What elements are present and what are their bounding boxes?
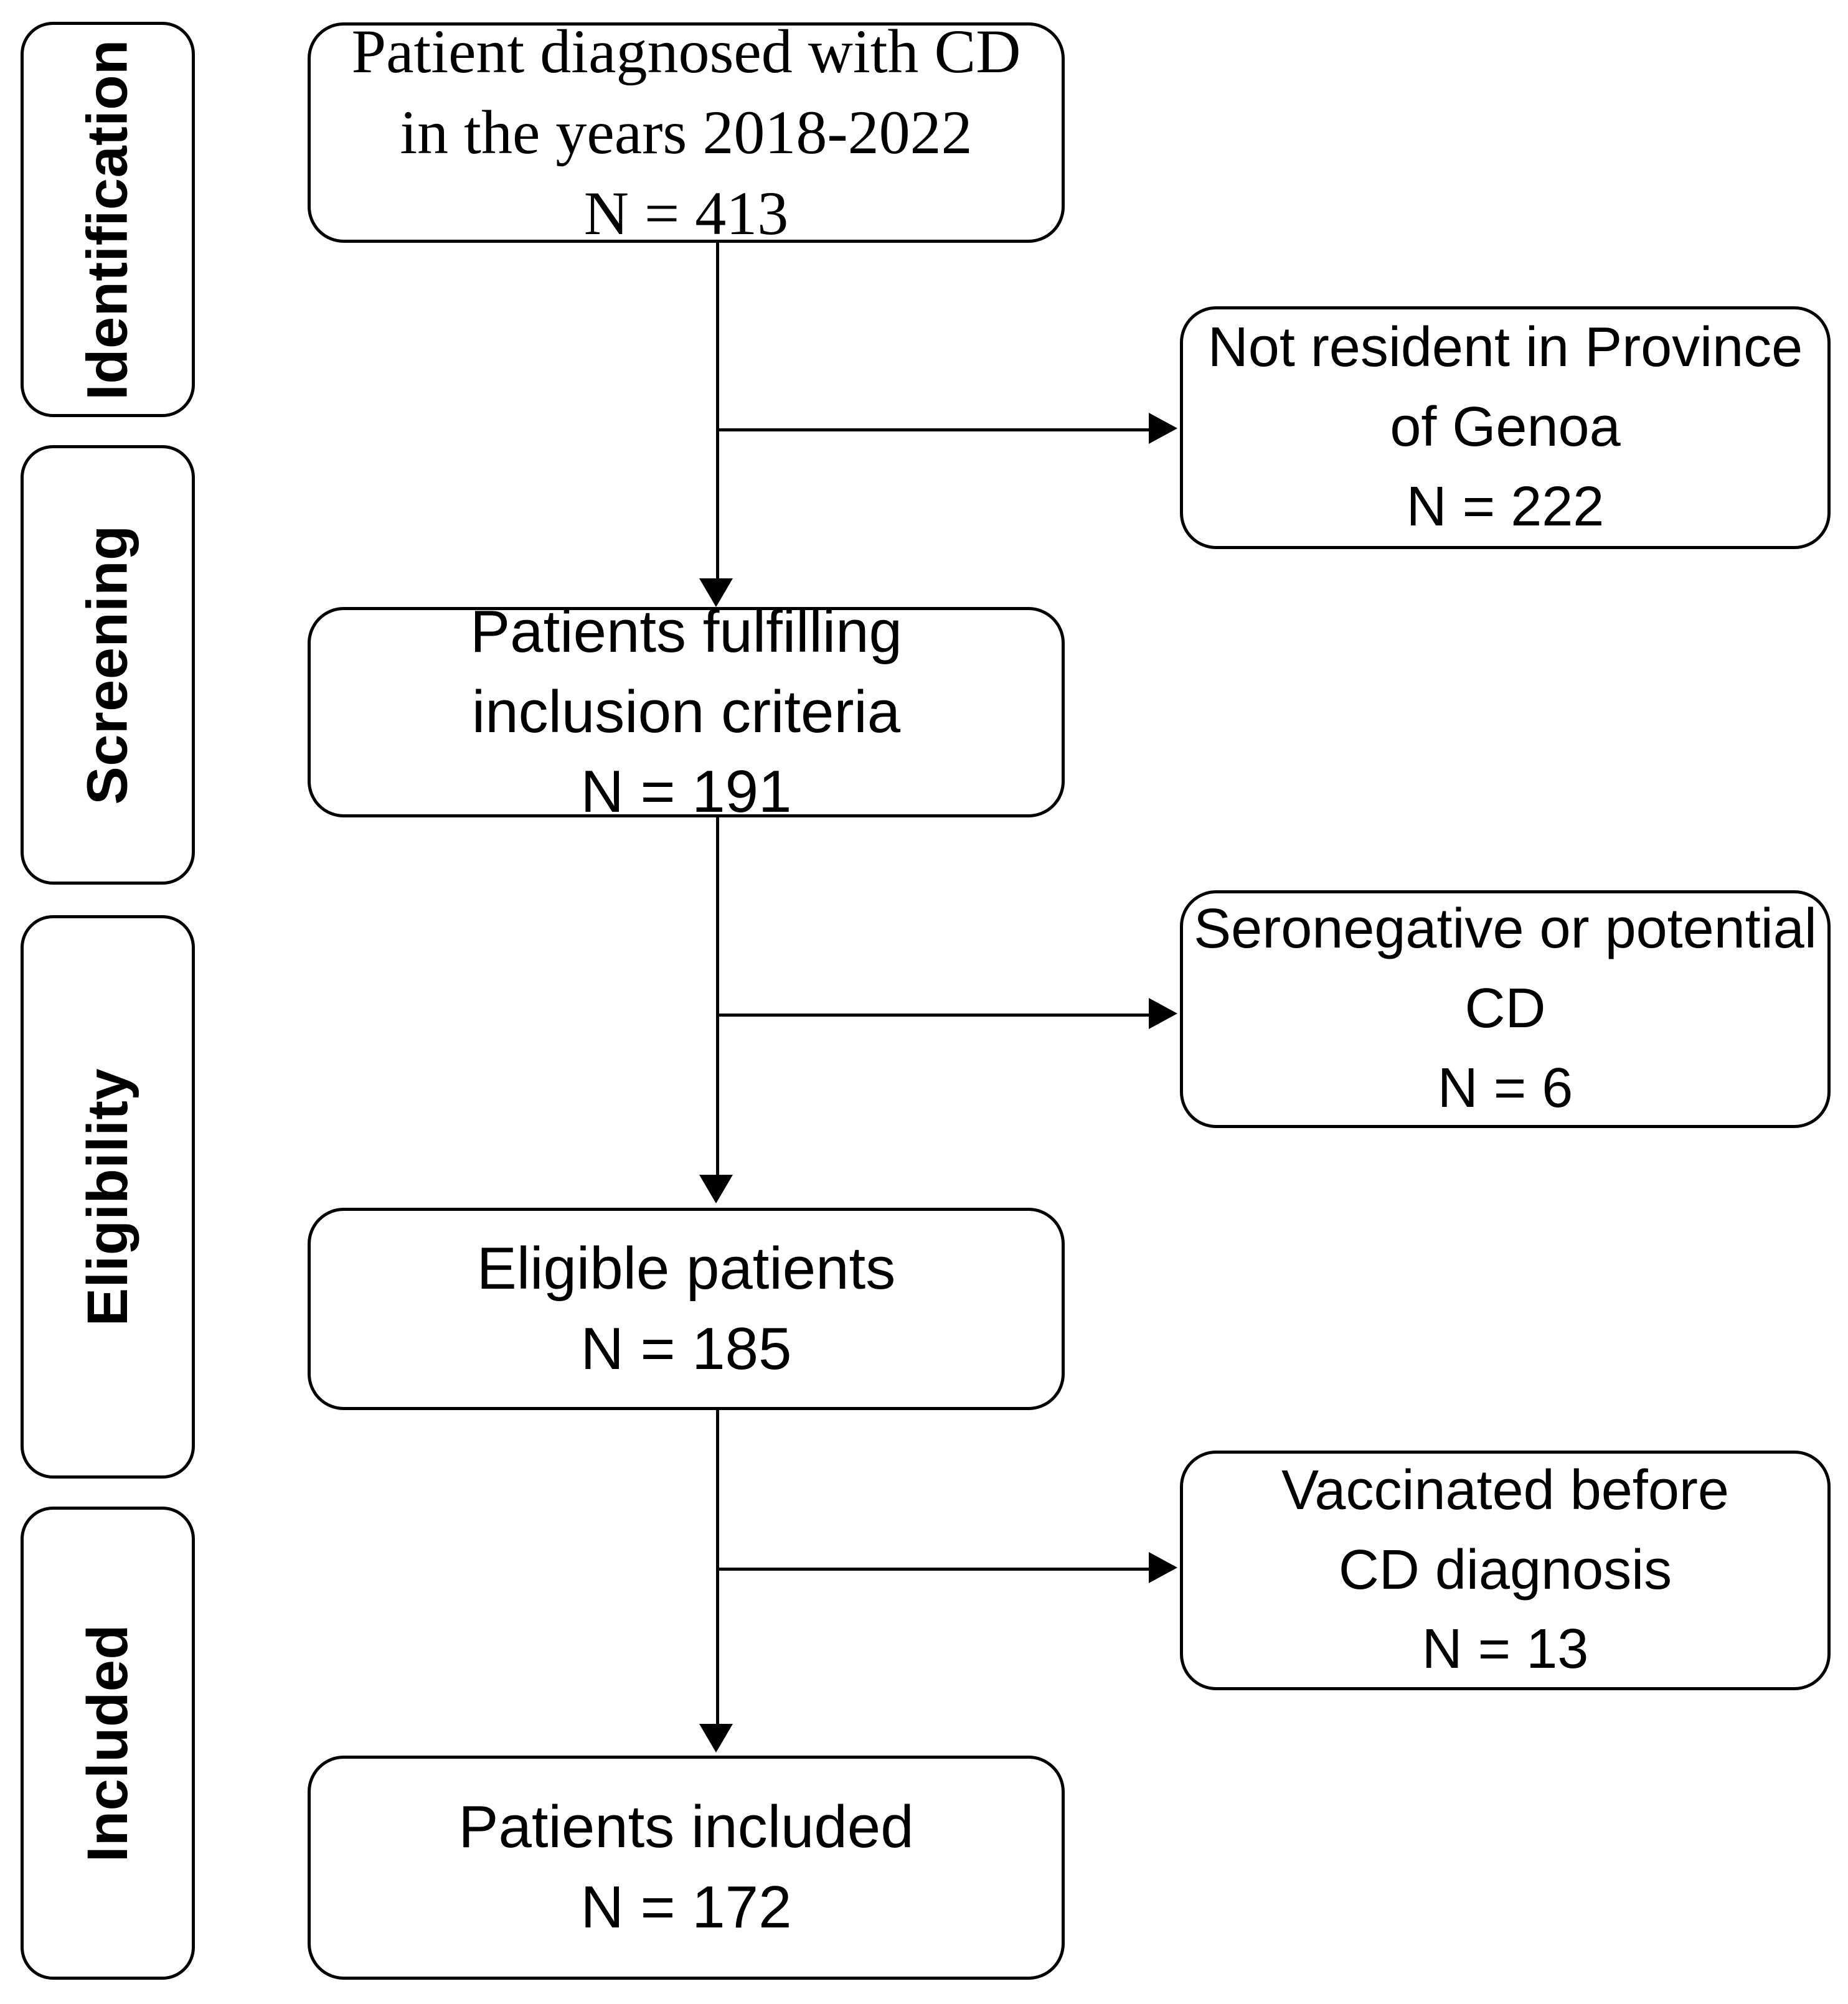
arrowhead-into-eligible	[699, 1175, 733, 1203]
connector-branch-not-resident	[716, 428, 1152, 431]
stage-label-identification: Identification	[76, 39, 140, 400]
stage-box-included: Included	[21, 1507, 195, 1980]
excl-line-1: Seronegative or potential	[1194, 898, 1817, 961]
excl-line-2: CD	[1464, 977, 1546, 1040]
node-patients-fulfilling-text: Patients fulfilling inclusion criteria N…	[470, 592, 902, 832]
node-excluded-seronegative: Seronegative or potential CD N = 6	[1180, 890, 1831, 1128]
stage-box-eligibility: Eligibility	[21, 915, 195, 1479]
node-line-1: Patients included	[458, 1794, 914, 1861]
node-eligible-patients-text: Eligible patients N = 185	[477, 1229, 895, 1389]
stage-label-eligibility: Eligibility	[76, 1068, 139, 1326]
node-count: N = 413	[583, 179, 789, 248]
node-line-2: inclusion criteria	[471, 678, 901, 745]
node-line-1: Eligible patients	[476, 1235, 896, 1302]
arrowhead-into-included	[699, 1724, 733, 1752]
node-patients-included: Patients included N = 172	[308, 1756, 1065, 1980]
node-excluded-vaccinated-text: Vaccinated before CD diagnosis N = 13	[1281, 1451, 1729, 1690]
node-count: N = 185	[580, 1315, 792, 1382]
node-patients-diagnosed-text: Patient diagnosed with CD in the years 2…	[352, 11, 1021, 254]
node-count: N = 172	[580, 1874, 792, 1940]
excl-count: N = 222	[1406, 475, 1605, 538]
arrowhead-into-seronegative	[1149, 998, 1177, 1029]
excl-count: N = 13	[1421, 1618, 1589, 1681]
connector-eligible-to-included	[716, 1410, 719, 1724]
node-excluded-not-resident-text: Not resident in Province of Genoa N = 22…	[1208, 308, 1803, 547]
connector-fulfilling-to-eligible	[716, 817, 719, 1175]
node-excluded-not-resident: Not resident in Province of Genoa N = 22…	[1180, 306, 1831, 549]
excl-line-2: CD diagnosis	[1338, 1538, 1672, 1601]
arrowhead-into-not-resident	[1149, 413, 1177, 444]
connector-branch-seronegative	[716, 1014, 1152, 1017]
excl-line-1: Vaccinated before	[1281, 1459, 1729, 1522]
stage-label-screening: Screening	[76, 525, 140, 805]
node-patients-fulfilling: Patients fulfilling inclusion criteria N…	[308, 598, 1065, 825]
stage-label-included: Included	[76, 1624, 139, 1863]
node-excluded-vaccinated: Vaccinated before CD diagnosis N = 13	[1180, 1451, 1831, 1690]
node-patients-diagnosed: Patient diagnosed with CD in the years 2…	[308, 17, 1065, 248]
connector-branch-vaccinated	[716, 1568, 1152, 1571]
node-line-1: Patients fulfilling	[470, 598, 902, 666]
node-line-1: Patient diagnosed with CD	[351, 17, 1021, 86]
stage-box-screening: Screening	[21, 445, 195, 885]
excl-line-2: of Genoa	[1390, 396, 1621, 459]
node-line-2: in the years 2018-2022	[400, 98, 973, 167]
excl-count: N = 6	[1437, 1056, 1573, 1119]
node-count: N = 191	[580, 758, 792, 826]
arrowhead-into-vaccinated	[1149, 1552, 1177, 1583]
excl-line-1: Not resident in Province	[1207, 316, 1803, 379]
node-excluded-seronegative-text: Seronegative or potential CD N = 6	[1194, 890, 1817, 1128]
node-eligible-patients: Eligible patients N = 185	[308, 1208, 1065, 1410]
stage-box-identification: Identification	[21, 22, 195, 417]
arrowhead-into-fulfilling	[699, 578, 733, 607]
connector-diagnosed-to-fulfilling	[716, 243, 719, 579]
node-patients-included-text: Patients included N = 172	[458, 1787, 913, 1947]
